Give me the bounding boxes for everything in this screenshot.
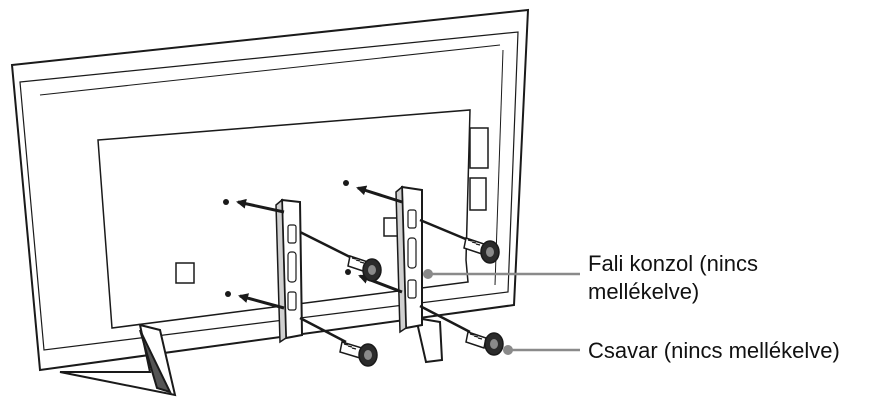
stand-right-leg xyxy=(414,316,444,364)
screw-hole-top-right xyxy=(343,180,349,186)
tv-vesa-label-square xyxy=(175,262,195,284)
arrow-top-left xyxy=(236,198,285,214)
screw-callout: Csavar (nincs mellékelve) xyxy=(588,337,840,365)
wall-bracket-label-line1: Fali konzol (nincs xyxy=(588,251,758,276)
leader-screw-dot xyxy=(503,345,513,355)
tv-stand xyxy=(59,316,444,397)
screw-hole-bottom-right xyxy=(345,269,351,275)
screws xyxy=(339,237,504,367)
arrow-bottom-left xyxy=(238,293,285,310)
screw-bottom-right-bracket xyxy=(465,331,504,356)
screw-top-right-bracket xyxy=(463,237,500,264)
wall-bracket-right xyxy=(395,185,423,334)
screw-hole-bottom-left xyxy=(225,291,231,297)
screw-label: Csavar (nincs mellékelve) xyxy=(588,338,840,363)
screw-hole-marks xyxy=(223,180,351,297)
screw-shafts xyxy=(299,218,471,344)
callout-leaders xyxy=(423,269,580,355)
port-block-top xyxy=(469,127,489,169)
tv-back xyxy=(10,8,530,372)
wall-bracket-callout: Fali konzol (nincs mellékelve) xyxy=(588,250,758,306)
leader-bracket-dot xyxy=(423,269,433,279)
screw-hole-top-left xyxy=(223,199,229,205)
screw-top-left-bracket xyxy=(347,255,382,282)
wall-bracket-label-line2: mellékelve) xyxy=(588,279,700,304)
arrow-top-right xyxy=(356,185,403,204)
screw-bottom-left-bracket xyxy=(339,341,378,367)
tv-top-ridge xyxy=(39,44,501,96)
stand-left-shadow xyxy=(139,329,172,394)
tv-ports xyxy=(383,127,489,237)
port-block-mid xyxy=(469,177,487,211)
wall-bracket-left xyxy=(275,198,304,344)
